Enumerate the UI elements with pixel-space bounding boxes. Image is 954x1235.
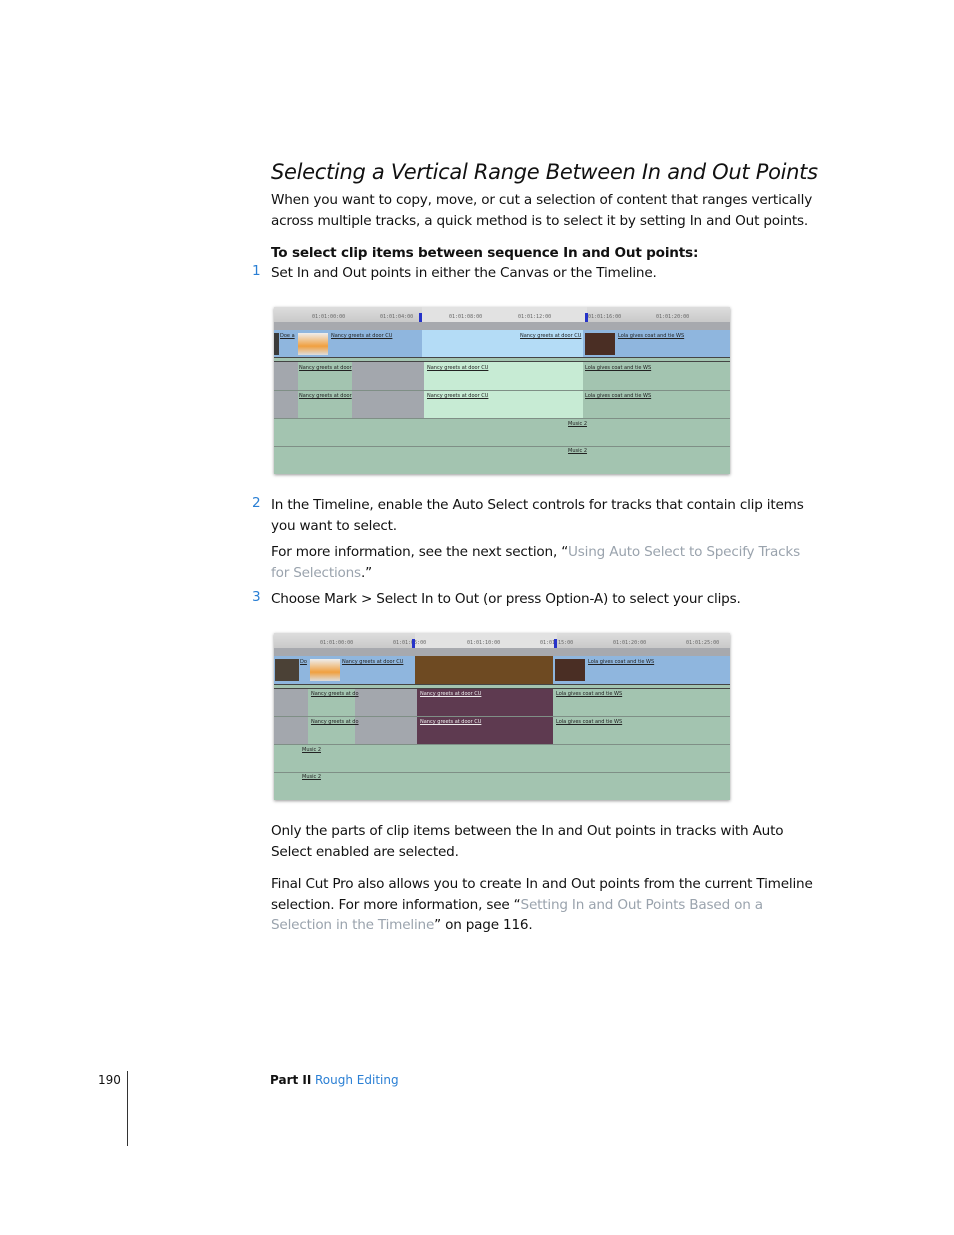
timeline-ruler: 01:01:00:00 01:01:04:00 01:01:08:00 01:0… [274, 307, 730, 323]
clip-label: Lola gives coat and tie WS [585, 393, 652, 399]
timecode: 01:01:10:00 [467, 640, 501, 646]
cross-reference-link[interactable]: Setting In and Out Points Based on a Sel… [271, 896, 763, 934]
timecode: 01:01:12:00 [518, 314, 552, 320]
text: ” on page 116. [434, 917, 533, 933]
timecode: 01:01:20:00 [613, 640, 647, 646]
procedure-heading: To select clip items between sequence In… [271, 245, 699, 261]
clip-thumbnail [585, 333, 615, 355]
clip-label: Nancy greets at door CU [427, 393, 489, 399]
clip-label: Do [300, 659, 307, 665]
clip-thumbnail [310, 659, 340, 681]
clip-label: Lola gives coat and tie WS [556, 719, 623, 725]
clip-thumbnail [275, 659, 299, 681]
section-title: Selecting a Vertical Range Between In an… [271, 160, 818, 184]
clip-label: Lola gives coat and tie WS [556, 691, 623, 697]
clip-label: Nancy greets at do [311, 691, 359, 697]
timecode: 01:01:05:00 [393, 640, 427, 646]
more-info-paragraph: For more information, see the next secti… [271, 542, 816, 583]
text: .” [360, 564, 372, 581]
out-point-marker [554, 639, 557, 648]
step-text: Choose Mark > Select In to Out (or press… [271, 591, 741, 607]
timecode: 01:01:00:00 [320, 640, 354, 646]
intro-paragraph: When you want to copy, move, or cut a se… [271, 192, 813, 229]
timeline-screenshot-2: 01:01:00:00 01:01:05:00 01:01:10:00 01:0… [274, 633, 730, 800]
clip-label: Music 2 [302, 774, 321, 780]
clip-label: Nancy greets at door CU [420, 691, 482, 697]
final-paragraph: Final Cut Pro also allows you to create … [271, 874, 816, 936]
clip-label: Nancy greets at door [299, 393, 352, 399]
timecode: 01:01:16:00 [588, 314, 622, 320]
clip-label: Nancy greets at door CU [520, 333, 582, 339]
clip-thumbnail [555, 659, 585, 681]
result-paragraph: Only the parts of clip items between the… [271, 823, 784, 860]
timeline-ruler: 01:01:00:00 01:01:05:00 01:01:10:00 01:0… [274, 633, 730, 649]
step-number: 2 [252, 495, 261, 511]
timeline-screenshot-1: 01:01:00:00 01:01:04:00 01:01:08:00 01:0… [274, 307, 730, 474]
clip-label: Nancy greets at do [311, 719, 359, 725]
selected-video-range [415, 656, 553, 684]
page-number: 190 [98, 1073, 121, 1087]
footer-section-link[interactable]: Rough Editing [315, 1073, 399, 1087]
clip-label: Nancy greets at door CU [427, 365, 489, 371]
clip-label: Nancy greets at door CU [331, 333, 393, 339]
timecode: 01:01:04:00 [380, 314, 414, 320]
in-point-marker [419, 313, 422, 322]
step-text: Set In and Out points in either the Canv… [271, 265, 657, 281]
step-text: In the Timeline, enable the Auto Select … [271, 497, 804, 534]
footer-divider [127, 1071, 128, 1146]
clip-label: Lola gives coat and tie WS [618, 333, 685, 339]
clip-label: Music 2 [568, 448, 587, 454]
clip-thumbnail [298, 333, 328, 355]
timecode: 01:01:25:00 [686, 640, 720, 646]
clip-label: Nancy greets at door [299, 365, 352, 371]
clip-label: Lola gives coat and tie WS [588, 659, 655, 665]
clip-label: Lola gives coat and tie WS [585, 365, 652, 371]
clip-label: Nancy greets at door CU [420, 719, 482, 725]
timecode: 01:01:20:00 [656, 314, 690, 320]
timecode: 01:01:00:00 [312, 314, 346, 320]
out-point-marker [585, 313, 588, 322]
cross-reference-link[interactable]: Using Auto Select to Specify Tracks for … [271, 544, 800, 581]
text: Final Cut Pro also allows you to create … [271, 876, 813, 913]
step-number: 3 [252, 589, 261, 605]
in-point-marker [412, 639, 415, 648]
clip-label: Music 2 [568, 421, 587, 427]
footer-part: Part II [270, 1073, 312, 1087]
step-number: 1 [252, 263, 261, 279]
clip-label: Doe a [280, 333, 295, 339]
text: For more information, see the next secti… [271, 544, 569, 560]
clip-label: Nancy greets at door CU [342, 659, 404, 665]
timecode: 01:01:08:00 [449, 314, 483, 320]
clip-label: Music 2 [302, 747, 321, 753]
